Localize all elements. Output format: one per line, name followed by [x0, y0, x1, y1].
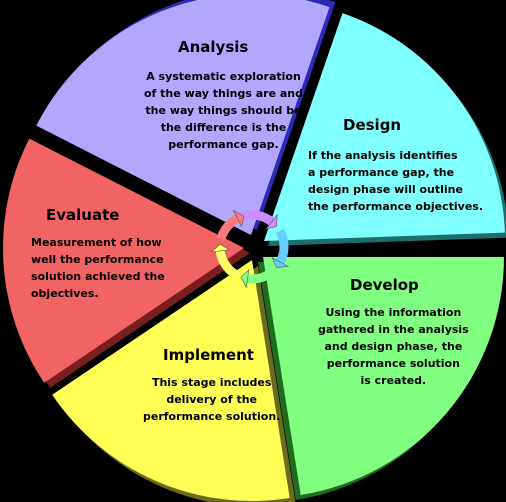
implement-text: This stage includes delivery of the perf… — [143, 376, 281, 423]
implement-wedge — [52, 260, 290, 501]
analysis-text: A systematic exploration of the way thin… — [144, 70, 304, 151]
cycle-arrow-head — [271, 257, 290, 268]
cycle-arrow-shaft — [245, 267, 276, 284]
develop-text: Using the information gathered in the an… — [318, 306, 469, 387]
develop-wedge — [263, 257, 504, 495]
evaluate-title: Evaluate — [46, 206, 120, 224]
design-wedge — [264, 13, 505, 241]
design-title: Design — [343, 116, 402, 134]
cycle-arrow-shaft — [275, 228, 289, 266]
cycle-arrow-head — [210, 243, 231, 253]
cycle-arrows — [210, 209, 290, 289]
develop-title: Develop — [350, 276, 419, 294]
design-text: If the analysis identifies a performance… — [308, 149, 484, 213]
cycle-arrow-head — [232, 209, 245, 228]
cycle-arrow-shaft — [216, 213, 241, 241]
cycle-arrow-head — [265, 213, 278, 230]
evaluate-wedge — [3, 138, 244, 383]
cycle-arrow-shaft — [215, 249, 239, 279]
analysis-title: Analysis — [178, 38, 249, 56]
evaluate-text: Measurement of how well the performance … — [31, 236, 165, 300]
analysis-wedge — [36, 0, 330, 235]
implement-title: Implement — [163, 346, 254, 364]
cycle-arrow-head — [240, 268, 250, 289]
